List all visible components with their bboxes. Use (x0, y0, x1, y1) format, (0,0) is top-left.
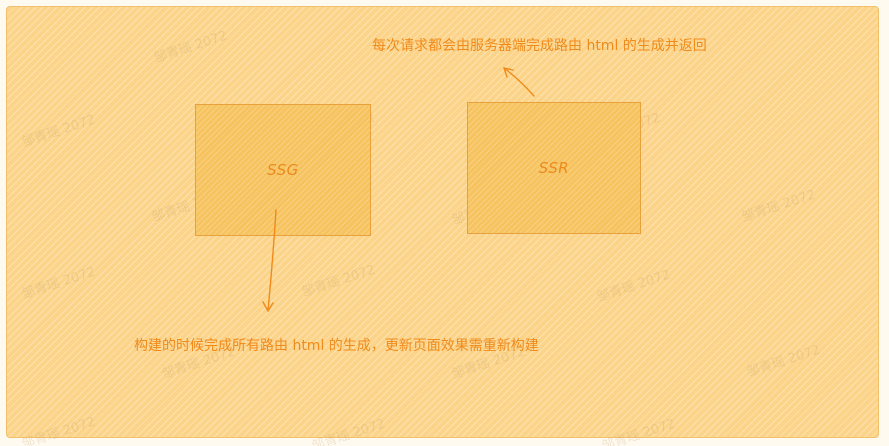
ssr-annotation: 每次请求都会由服务器端完成路由 html 的生成并返回 (372, 38, 707, 54)
ssr-box: SSR (467, 102, 641, 234)
ssr-label: SSR (538, 159, 570, 177)
ssg-arrow-head (262, 301, 274, 312)
ssg-arrow (267, 209, 277, 312)
ssg-annotation: 构建的时候完成所有路由 html 的生成，更新页面效果需重新构建 (134, 338, 539, 354)
ssr-arrow (503, 67, 535, 97)
ssr-arrow-head (503, 67, 514, 78)
ssg-box: SSG (195, 104, 371, 236)
background-frame (6, 6, 879, 438)
ssg-label: SSG (267, 161, 299, 179)
